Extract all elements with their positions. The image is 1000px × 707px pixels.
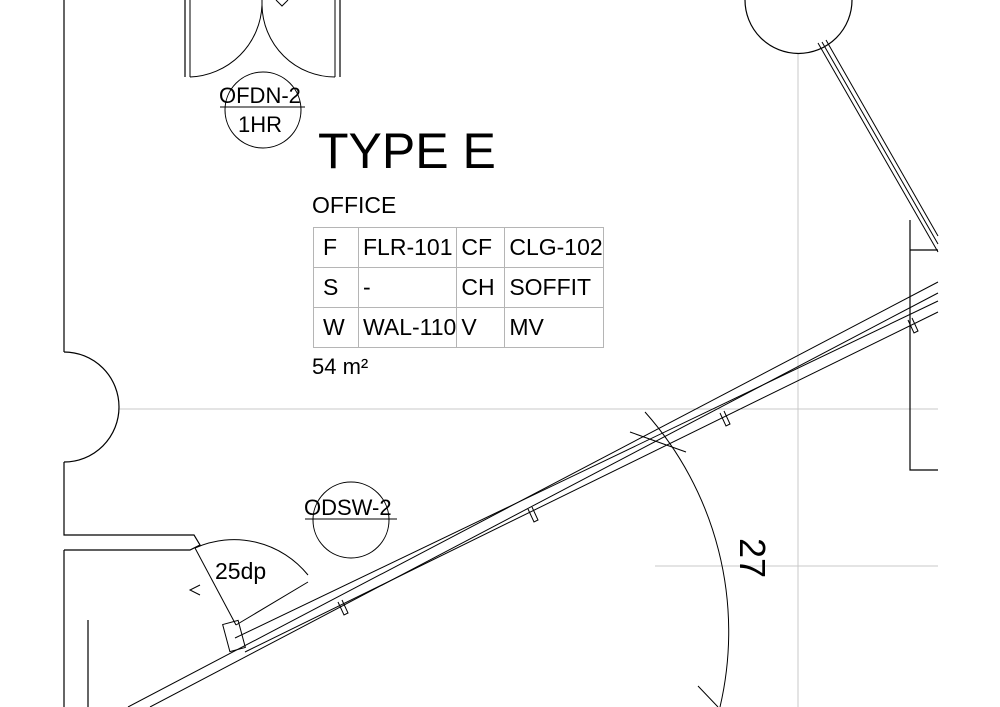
finish-value: CLG-102	[504, 227, 605, 268]
walls	[63, 0, 938, 707]
finish-value: -	[357, 267, 458, 308]
finish-code: CF	[456, 227, 506, 268]
columns	[63, 0, 853, 463]
finish-code: CH	[456, 267, 506, 308]
finish-code: S	[313, 267, 359, 308]
door-tag-rating: 1HR	[238, 112, 283, 137]
finish-code: W	[313, 307, 359, 348]
grid-lines	[64, 0, 938, 707]
curtain-wall-lower	[127, 281, 939, 707]
mullions	[337, 317, 919, 616]
room-type-label: TYPE E	[318, 123, 496, 179]
door-tag-circles	[220, 71, 397, 559]
dimension	[629, 411, 730, 707]
finish-row: W WAL-110 V MV	[313, 307, 605, 348]
finish-code: F	[313, 227, 359, 268]
double-door	[189, 0, 336, 78]
dimension-label: 27	[732, 538, 773, 579]
single-door	[188, 539, 309, 653]
room-area: 54 m²	[312, 354, 369, 379]
door-tag-code: OFDN-2	[219, 83, 301, 108]
finish-row: S - CH SOFFIT	[313, 267, 605, 308]
finish-value: WAL-110	[357, 307, 458, 348]
finish-schedule: F FLR-101 CF CLG-102 S - CH SOFFIT W WAL…	[313, 227, 605, 348]
room-name: OFFICE	[312, 192, 397, 218]
door-tag-code: ODSW-2	[304, 495, 392, 520]
door-size-label: 25dp	[215, 558, 267, 584]
finish-value: FLR-101	[357, 227, 458, 268]
finish-code: V	[456, 307, 506, 348]
finish-row: F FLR-101 CF CLG-102	[313, 227, 605, 268]
curtain-wall-upper	[817, 39, 939, 253]
finish-value: MV	[504, 307, 605, 348]
finish-value: SOFFIT	[504, 267, 605, 308]
